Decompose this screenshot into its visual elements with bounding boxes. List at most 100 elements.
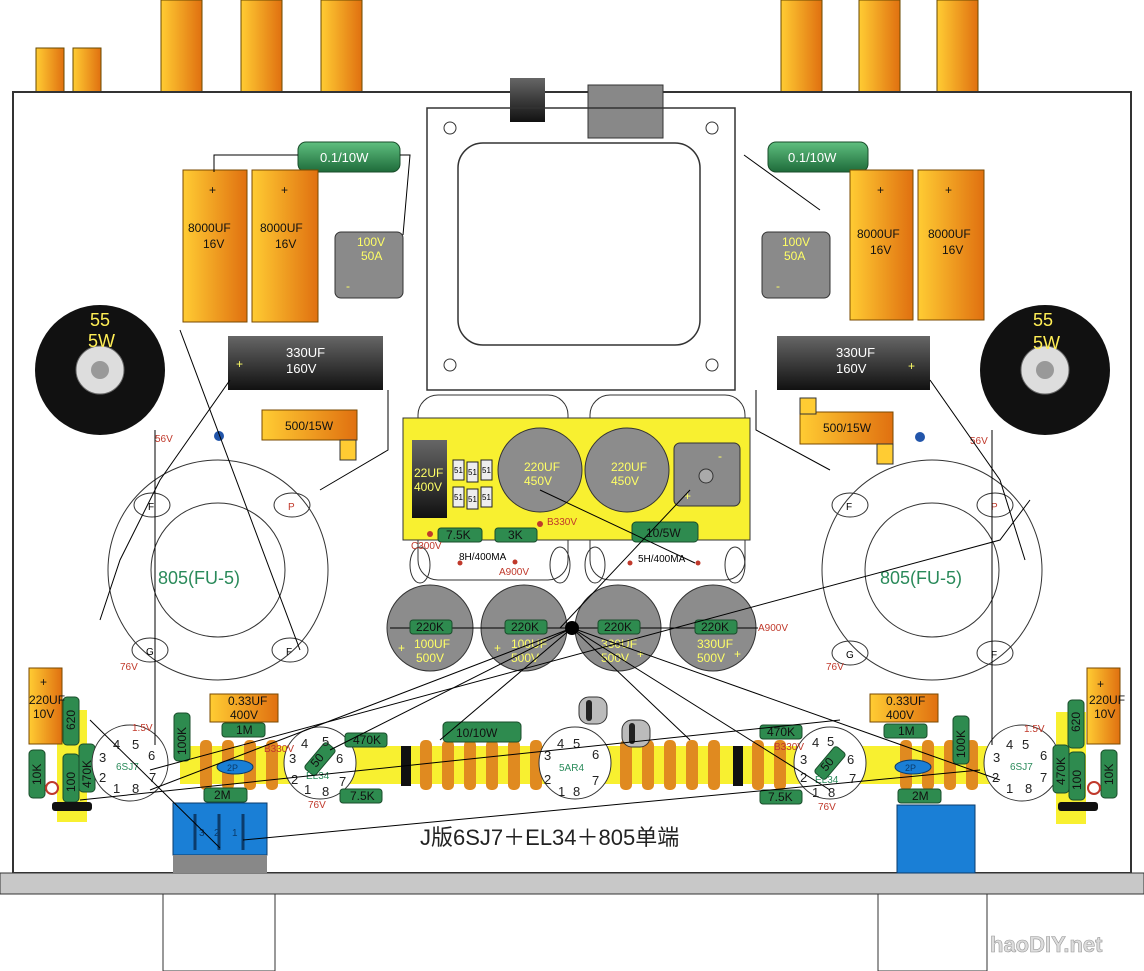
pin-label: 8 xyxy=(828,785,835,800)
tube-805-label-right: 805(FU-5) xyxy=(880,568,962,588)
hv-supply-board: 22UF 400V 51 51 51 51 51 51 220UF 450V 2… xyxy=(402,417,751,552)
voltage-label: B330V xyxy=(547,517,577,528)
socket-label: 5AR4 xyxy=(559,763,584,774)
res-label: 10/10W xyxy=(456,726,498,740)
res-label: 2M xyxy=(214,788,231,802)
pin-label: 6 xyxy=(148,748,155,763)
voltage-label: C300V xyxy=(411,541,442,552)
pin-label: G xyxy=(846,650,854,661)
cap-voltage: 160V xyxy=(286,361,317,376)
pin-label: 8 xyxy=(322,784,329,799)
left-power-supply: 0.1/10W + 8000UF 16V + 8000UF 16V 100V 5… xyxy=(35,141,404,461)
voltage-label: B330V xyxy=(774,742,804,753)
res-label: 1M xyxy=(898,724,915,738)
polarity: + xyxy=(236,357,243,371)
res-label: 10K xyxy=(30,764,44,785)
cap-voltage: 160V xyxy=(836,361,867,376)
voltage-label: 76V xyxy=(818,802,836,813)
pin-label: 6 xyxy=(592,747,599,762)
pin-label: 6 xyxy=(1040,748,1047,763)
rectifier-caps xyxy=(578,696,651,748)
cap-voltage: 500V xyxy=(601,651,629,665)
res-label: 220K xyxy=(604,620,632,634)
cap-voltage: 450V xyxy=(524,474,552,488)
res-label: 500/15W xyxy=(285,419,334,433)
polarity: + xyxy=(209,183,216,197)
res-label: 620 xyxy=(64,710,78,730)
res-label: 220K xyxy=(416,620,444,634)
pin-label: 3 xyxy=(544,748,551,763)
socket-5ar4 xyxy=(538,726,612,800)
res-label: 2M xyxy=(912,789,929,803)
res-label: 220K xyxy=(701,620,729,634)
polarity: + xyxy=(945,183,952,197)
cap-value: 220UF xyxy=(611,460,647,474)
pin-label: 5 xyxy=(573,736,580,751)
zener-label: 51 xyxy=(482,466,491,475)
polarity: + xyxy=(281,183,288,197)
pin-label: 2 xyxy=(992,770,999,785)
socket-6sj7-left xyxy=(91,724,169,802)
pin-label: P xyxy=(288,502,295,513)
pin-label: 1 xyxy=(304,782,311,797)
cap-value: 0.33UF xyxy=(228,694,267,708)
res-label: 470K xyxy=(353,733,381,747)
pin-label: 6 xyxy=(336,751,343,766)
svg-text:+: + xyxy=(1097,677,1104,691)
zener-label: 51 xyxy=(454,466,463,475)
pin-label: 3 xyxy=(289,751,296,766)
cap-value: 330UF xyxy=(286,345,325,360)
left-selector-switch[interactable] xyxy=(172,802,268,873)
voltage-label: 56V xyxy=(970,436,988,447)
cap-value: 0.33UF xyxy=(886,694,925,708)
right-selector-switch[interactable] xyxy=(896,804,976,874)
res-label: 100K xyxy=(175,727,189,755)
cap-value: 8000UF xyxy=(928,227,971,241)
zener-label: 51 xyxy=(468,468,477,477)
pin-label: 7 xyxy=(149,770,156,785)
zener-label: 51 xyxy=(454,493,463,502)
right-input-section: + xyxy=(1052,667,1121,824)
res-label: 1M xyxy=(236,723,253,737)
cap-voltage: 400V xyxy=(886,708,914,722)
right-foot xyxy=(877,893,988,971)
cap-voltage: 500V xyxy=(511,651,539,665)
res-label: 7.5K xyxy=(768,790,793,804)
pin-label: 8 xyxy=(132,781,139,796)
svg-text:+: + xyxy=(734,647,741,661)
res-label: 100 xyxy=(1070,770,1084,790)
right-power-supply: 0.1/10W + 8000UF 16V + 8000UF 16V 100V 5… xyxy=(761,141,1110,465)
cap-voltage: 500V xyxy=(697,651,725,665)
pin-label: 4 xyxy=(301,736,308,751)
wiring xyxy=(79,154,1031,849)
pin-label: 1 xyxy=(113,781,120,796)
watermark-logo: haoDIY.net xyxy=(990,932,1103,957)
tube-805-right xyxy=(821,459,1043,681)
pin-label: 4 xyxy=(557,736,564,751)
pin-label: P xyxy=(991,502,998,513)
pin-label: 3 xyxy=(99,750,106,765)
minus: - xyxy=(346,279,350,293)
pin-label: 2 xyxy=(291,772,298,787)
voltage-label: 76V xyxy=(120,662,138,673)
power-transformer xyxy=(426,78,736,391)
socket-label: 6SJ7 xyxy=(116,762,139,773)
cap-value: 2P xyxy=(227,763,238,773)
pin-label: 6 xyxy=(847,752,854,767)
polarity: + xyxy=(877,183,884,197)
front-panel xyxy=(0,872,1144,895)
cap-value: 8000UF xyxy=(260,221,303,235)
svg-text:+: + xyxy=(494,641,501,655)
svg-text:+: + xyxy=(398,641,405,655)
res-label: 7.5K xyxy=(446,528,471,542)
pin-label: F xyxy=(148,502,154,513)
voltage-label: 1.5V xyxy=(132,723,153,734)
pin-label: 2 xyxy=(544,772,551,787)
pin-label: 7 xyxy=(1040,770,1047,785)
minus: - xyxy=(718,449,722,463)
pin-label: 5 xyxy=(1022,737,1029,752)
voltage-label: 56V xyxy=(155,434,173,445)
svg-text:+: + xyxy=(637,647,644,661)
pin-label: 7 xyxy=(849,771,856,786)
